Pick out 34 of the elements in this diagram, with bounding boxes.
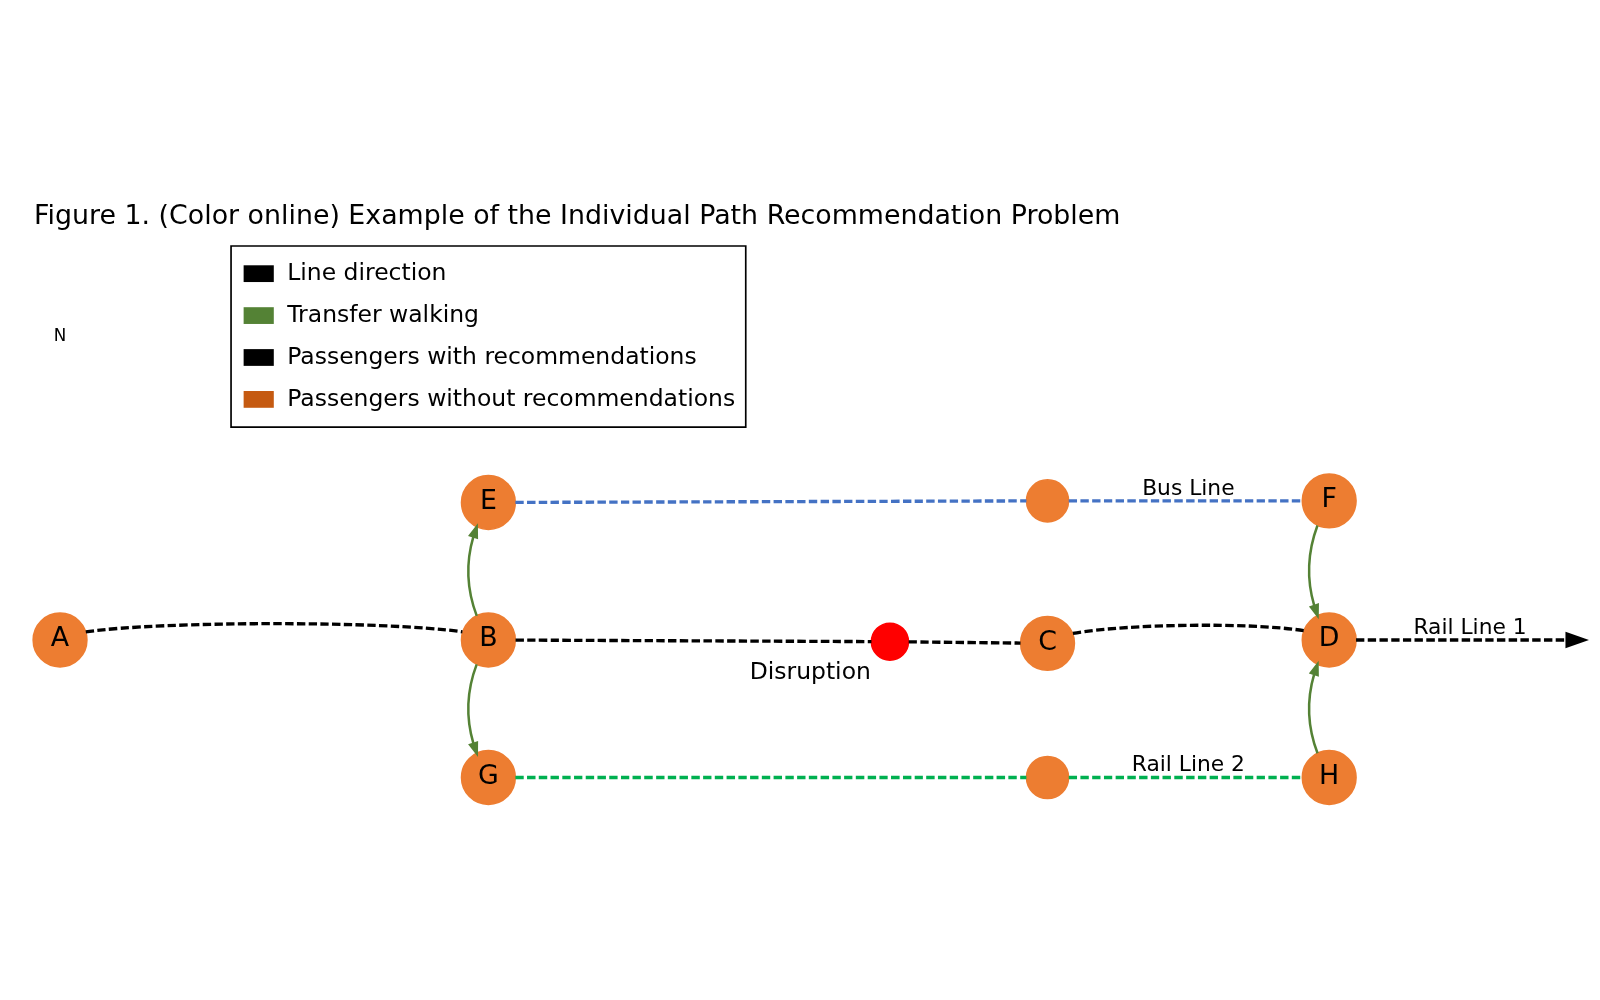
node-circle: B [460, 612, 517, 668]
connector [908, 640, 1021, 645]
node-circle: F [1301, 473, 1357, 529]
connector [515, 499, 1027, 505]
connector [1072, 623, 1305, 636]
node-circle [1025, 755, 1070, 800]
node-label: Disruption [749, 656, 871, 685]
edge-label: Rail Line 1 [1413, 613, 1527, 639]
node-cross [870, 622, 910, 661]
arrow [467, 663, 479, 757]
arrow [467, 523, 479, 617]
node-circle: C [1019, 615, 1076, 671]
label: N [53, 324, 67, 345]
node-circle: G [460, 749, 517, 806]
edge-label: Bus Line [1142, 474, 1235, 500]
node-circle: E [460, 474, 517, 531]
legend-label: Passengers without recommendations [287, 383, 736, 412]
node-circle [1025, 479, 1070, 523]
arrow [1307, 525, 1319, 620]
legend-label: Transfer walking [287, 299, 480, 328]
caption: Figure 1. (Color online) Example of the Individual Path Recommendation Problem [34, 198, 1121, 230]
connector [85, 622, 463, 634]
node-circle: A [32, 612, 88, 668]
node-circle: H [1301, 749, 1357, 806]
connector [515, 775, 1027, 780]
edge-label: Rail Line 2 [1131, 751, 1245, 777]
arrow [1307, 660, 1319, 754]
legend-label: Line direction [287, 257, 447, 286]
connector [1068, 499, 1303, 503]
node-circle: D [1301, 612, 1357, 668]
arrow [1356, 631, 1589, 649]
connector [1068, 775, 1303, 780]
connector [515, 638, 872, 644]
legend-label: Passengers with recommendations [287, 341, 697, 370]
